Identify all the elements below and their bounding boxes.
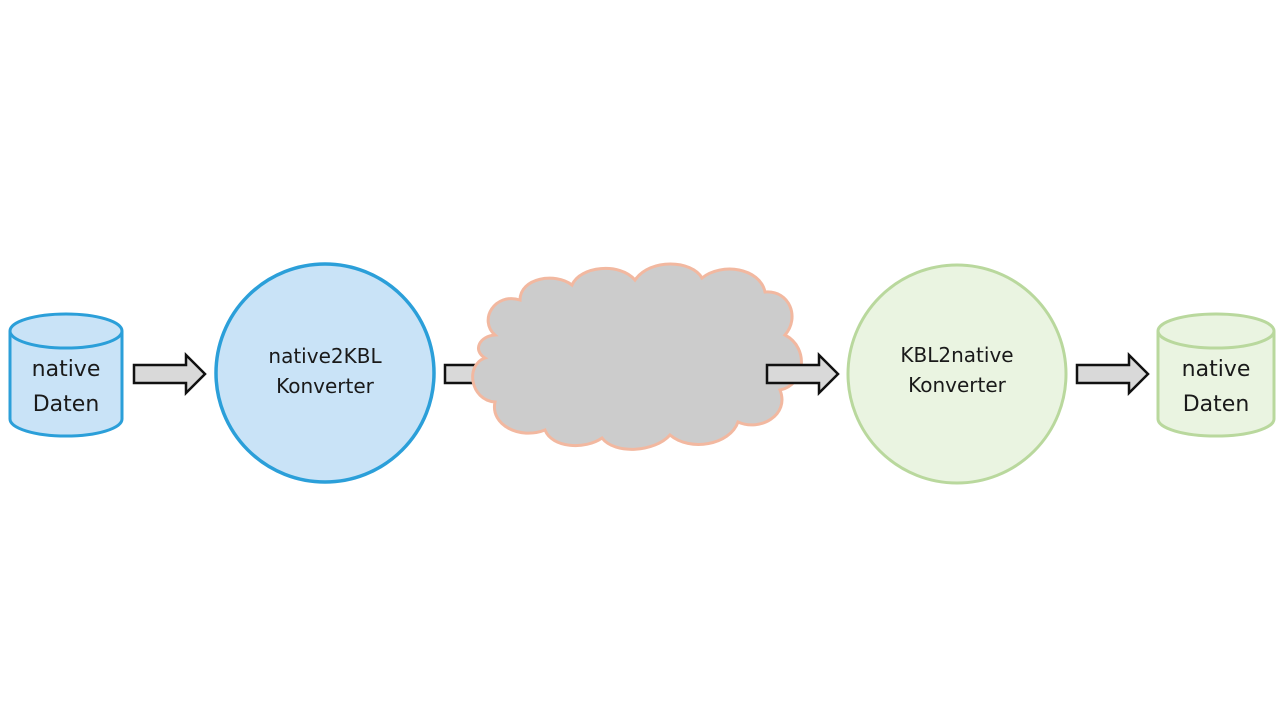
encoder-converter: native2KBL Konverter [214,262,436,484]
decoder-converter: KBL2native Konverter [846,263,1068,485]
decoder-converter-label-line2: Konverter [908,373,1007,397]
source-database: native Daten [8,312,124,438]
arrow-source-to-encoder [132,351,207,397]
source-database-label-line2: Daten [33,392,100,417]
arrow-decoder-to-target [1075,351,1150,397]
arrow-cloud-to-decoder [765,351,840,397]
cloud-shape [471,262,803,451]
decoder-converter-label-line1: KBL2native [900,343,1013,367]
decoder-converter-circle [846,263,1068,485]
encoder-converter-circle [214,262,436,484]
source-database-body [8,331,124,438]
target-database-label-line2: Daten [1183,392,1250,417]
target-database-label-line1: native [1182,357,1251,382]
target-database: native Daten [1156,312,1276,438]
network-cloud [471,262,803,451]
source-database-label-line1: native [32,357,101,382]
target-database-body [1156,331,1276,438]
encoder-converter-label-line1: native2KBL [268,344,382,368]
encoder-converter-label-line2: Konverter [276,374,375,398]
source-database-top [8,312,124,350]
target-database-top [1156,312,1276,350]
